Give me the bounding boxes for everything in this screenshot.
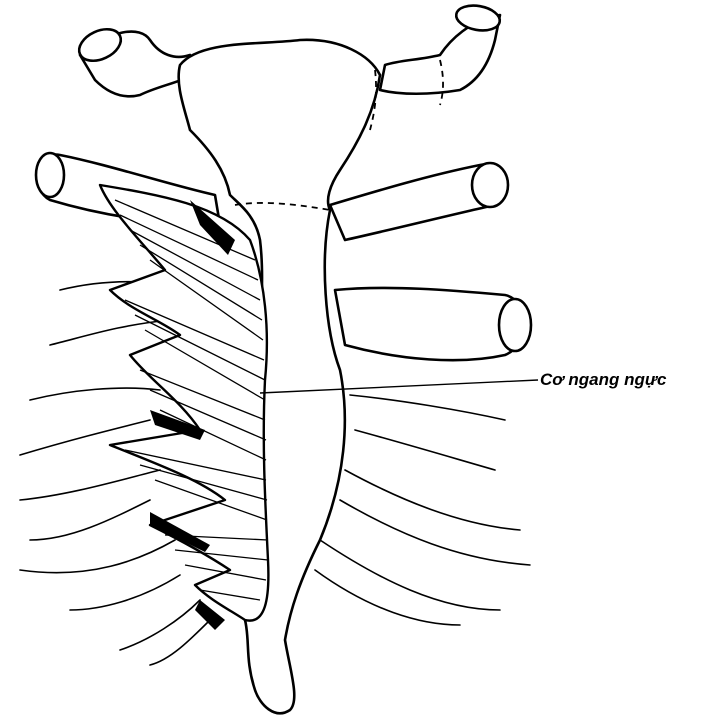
muscle-label: Cơ ngang ngực xyxy=(540,370,667,390)
transversus-thoracis-muscle xyxy=(100,185,268,630)
right-ribs xyxy=(315,163,531,625)
